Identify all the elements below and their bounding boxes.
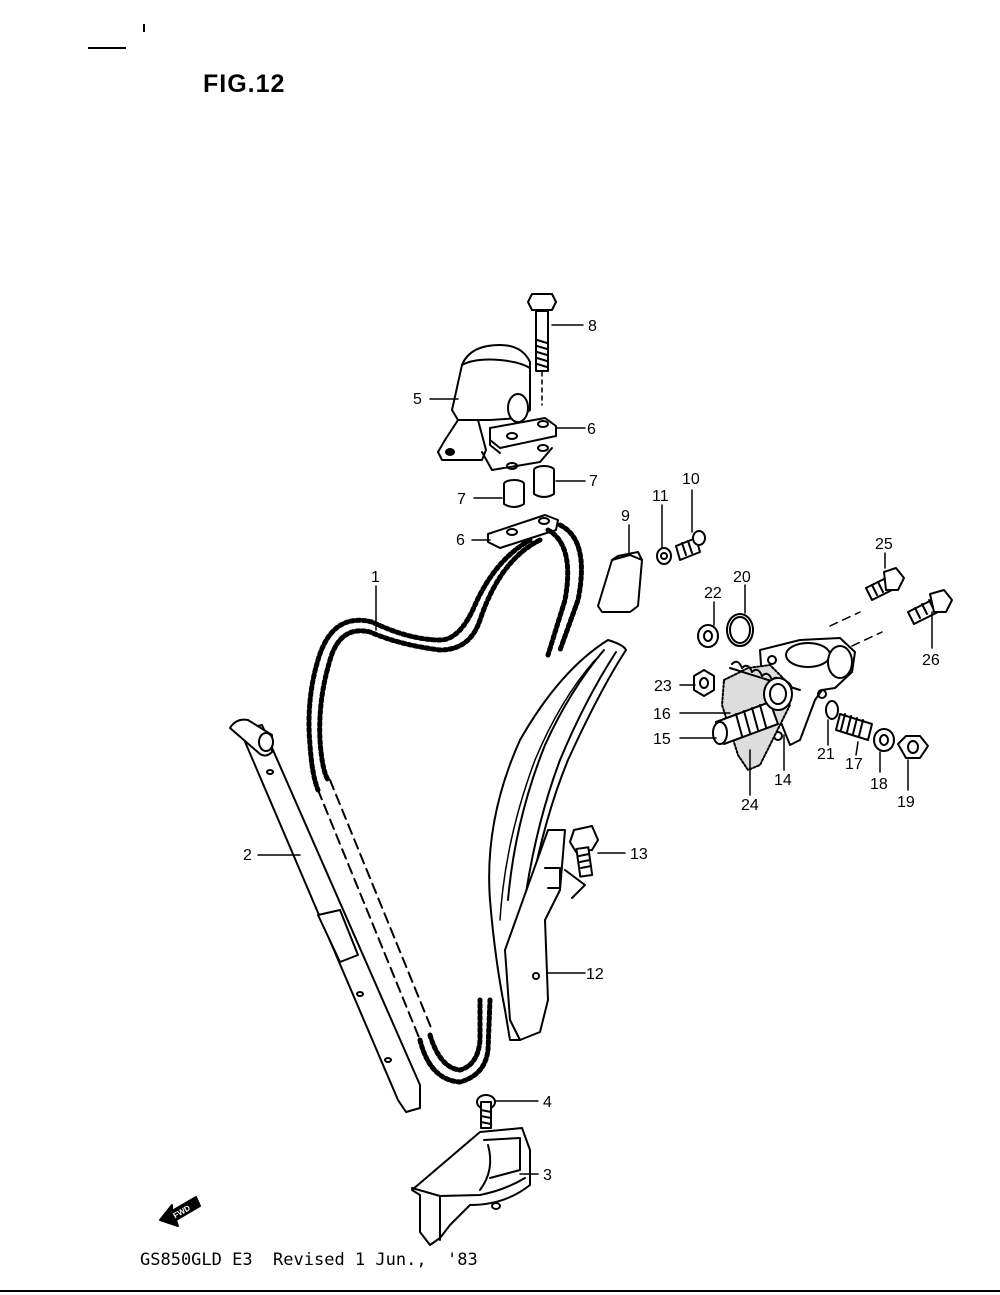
part-9-pad [597, 551, 643, 613]
callout-3: 3 [543, 1167, 552, 1184]
part-19-nut [897, 735, 929, 759]
part-11-washer [656, 547, 672, 565]
callout-6-upper: 6 [587, 421, 596, 438]
part-8-bolt [527, 293, 557, 406]
part-1-cam-chain [306, 522, 584, 1085]
callout-11: 11 [652, 488, 669, 505]
revision-caption: GS850GLD E3 Revised 1 Jun., '83 [140, 1250, 478, 1270]
callout-7-right: 7 [589, 473, 598, 490]
part-22-bush [697, 624, 719, 648]
callout-16: 16 [653, 706, 671, 723]
callout-9: 9 [621, 508, 630, 525]
part-26-bolt [907, 589, 953, 625]
chain-guide-inner [317, 779, 433, 1041]
figure-title: FIG.12 [203, 70, 286, 98]
part-4-bolt [476, 1094, 496, 1129]
callout-23: 23 [654, 678, 672, 695]
part-2-chain-tensioner [229, 718, 421, 1113]
part-10-bolt [675, 530, 706, 561]
bottom-border [0, 1290, 1000, 1292]
callout-10: 10 [682, 471, 700, 488]
tick-mark [143, 24, 145, 32]
callout-leader-lines [257, 324, 933, 1175]
callout-18: 18 [870, 776, 888, 793]
part-7-spacer-right [533, 465, 555, 498]
part-7-spacer-left [503, 479, 525, 508]
part-5-chain-guide-cover [437, 344, 531, 461]
part-13-bolt [569, 825, 599, 878]
part-23-nut [693, 669, 715, 697]
callout-17: 17 [845, 756, 863, 773]
callout-21: 21 [817, 746, 835, 763]
part-20-o-ring [726, 613, 754, 647]
fwd-arrow-icon [159, 1196, 201, 1227]
callout-labels: 1 2 3 4 5 6 6 7 7 8 9 10 11 12 13 14 15 … [172, 318, 940, 1220]
callout-19: 19 [897, 794, 915, 811]
callout-1: 1 [371, 569, 380, 586]
callout-2: 2 [243, 847, 252, 864]
callout-5: 5 [413, 391, 422, 408]
callout-12: 12 [586, 966, 604, 983]
callout-6-lower: 6 [456, 532, 465, 549]
part-12-chain-guide [488, 639, 627, 1041]
callout-13: 13 [630, 846, 648, 863]
callout-24: 24 [741, 797, 759, 814]
part-21-o-ring [825, 700, 839, 720]
part-17-screw [835, 713, 873, 741]
corner-mark [88, 47, 126, 49]
part-6-upper-bracket [481, 417, 557, 471]
part-18-washer [873, 728, 895, 752]
callout-22: 22 [704, 585, 722, 602]
callout-14: 14 [774, 772, 792, 789]
callout-4: 4 [543, 1094, 552, 1111]
callout-20: 20 [733, 569, 751, 586]
callout-25: 25 [875, 536, 893, 553]
callout-7-left: 7 [457, 491, 466, 508]
callout-15: 15 [653, 731, 671, 748]
part-3-lower-guide [411, 1127, 531, 1246]
callout-8: 8 [588, 318, 597, 335]
part-6-lower-bracket [487, 514, 559, 549]
callout-26: 26 [922, 652, 940, 669]
part-25-bolt [865, 567, 905, 601]
